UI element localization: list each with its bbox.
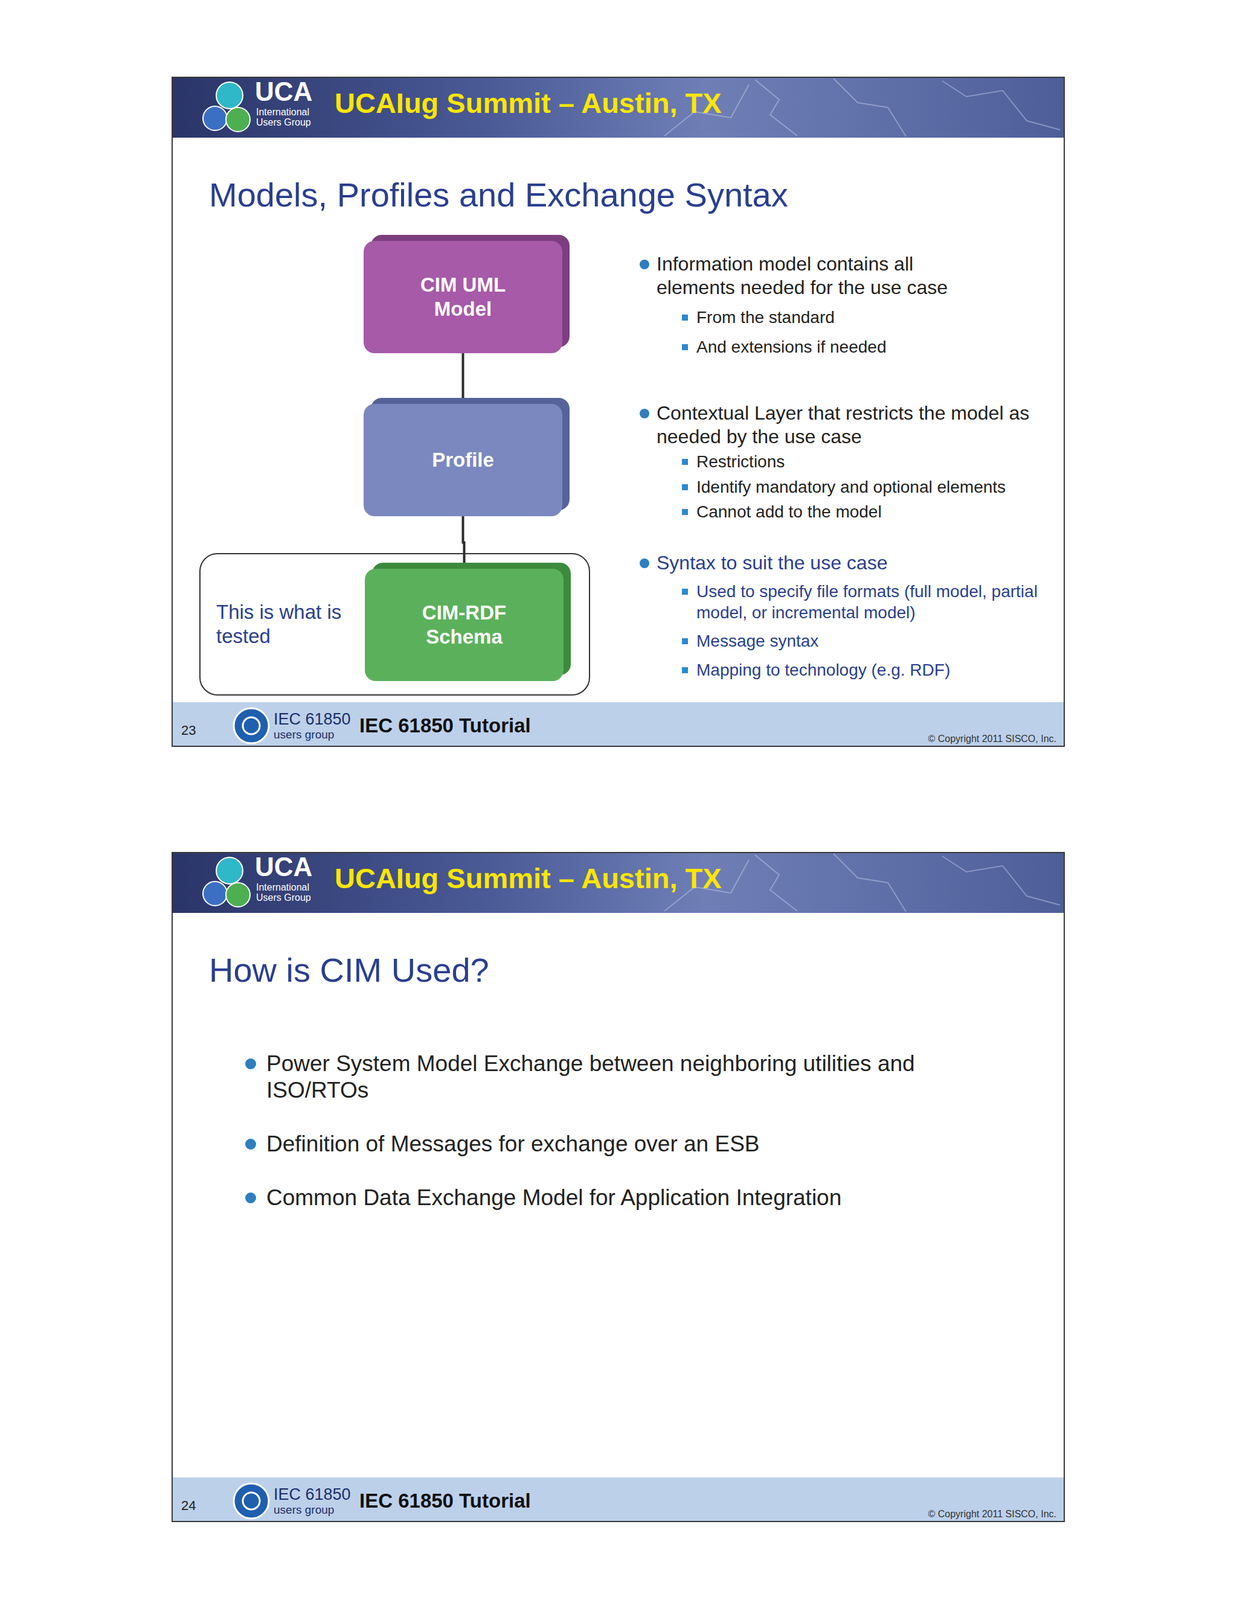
node-label: CIM-RDF Schema <box>395 600 534 649</box>
bullet-square <box>681 314 688 321</box>
bullet-square <box>681 588 688 595</box>
slide-title: How is CIM Used? <box>208 949 753 992</box>
bullet-square <box>681 344 688 351</box>
footer-title: IEC 61850 Tutorial <box>359 1489 614 1514</box>
footer-title: IEC 61850 Tutorial <box>359 713 614 739</box>
sub-bullet-text: From the standard <box>696 306 1035 328</box>
sub-bullet-text: Message syntax <box>696 630 1053 652</box>
iec-logo <box>233 708 269 1520</box>
connector-line <box>463 516 465 569</box>
sub-bullet-text: And extensions if needed <box>696 336 1035 358</box>
page-number: 24 <box>181 1498 212 1515</box>
copyright: © Copyright 2011 SISCO, Inc. <box>845 1508 1057 1521</box>
sub-bullet-text: Restrictions <box>696 451 1053 473</box>
copyright: © Copyright 2011 SISCO, Inc. <box>845 733 1057 745</box>
bullet-text: Information model contains all elements … <box>656 252 995 300</box>
bullet-dot <box>639 259 650 270</box>
bullet-text: Syntax to suit the use case <box>656 551 1044 576</box>
bullet-square <box>681 667 688 674</box>
node-label: Profile <box>431 448 495 473</box>
tested-group: This is what is tested CIM-RDF Schema <box>199 553 591 696</box>
logo-text: IEC 61850 <box>273 1487 359 1504</box>
bullet-text: Common Data Exchange Model for Applicati… <box>266 1185 943 1212</box>
logo-text: IEC 61850 <box>273 711 359 728</box>
bullet-text: Contextual Layer that restricts the mode… <box>656 401 1044 449</box>
bullet-text: Power System Model Exchange between neig… <box>266 1050 943 1105</box>
slide-title: Models, Profiles and Exchange Syntax <box>208 173 789 217</box>
logo-text: users group <box>273 729 359 741</box>
bullet-square <box>681 484 688 491</box>
bullet-text: Definition of Messages for exchange over… <box>266 1131 943 1158</box>
sub-bullet-text: Used to specify file formats (full model… <box>696 581 1053 624</box>
group-label: This is what is tested <box>216 600 356 649</box>
logo-text: UCA <box>254 78 340 106</box>
bullet-dot <box>639 408 650 419</box>
sub-bullet-text: Identify mandatory and optional elements <box>696 476 1053 498</box>
node-label: CIM UML Model <box>393 273 533 321</box>
header-title: UCAIug Summit – Austin, TX <box>334 861 879 897</box>
bullet-dot <box>245 1139 257 1151</box>
bullet-dot <box>245 1192 257 1204</box>
bullet-square <box>681 459 688 466</box>
logo-text: users group <box>273 1504 359 1517</box>
bullet-square <box>681 509 688 516</box>
bullet-dot <box>639 558 650 569</box>
logo-text: International Users Group <box>256 107 323 129</box>
model-box: CIM UML Model <box>363 240 563 354</box>
schema-box: CIM-RDF Schema <box>364 568 564 682</box>
header-title: UCAIug Summit – Austin, TX <box>334 85 879 122</box>
sub-bullet-text: Cannot add to the model <box>696 501 1053 523</box>
logo-text: UCA <box>254 854 340 881</box>
page-number: 23 <box>181 722 212 739</box>
bullet-square <box>681 638 688 645</box>
sub-bullet-text: Mapping to technology (e.g. RDF) <box>696 659 1053 681</box>
connector-line <box>462 353 465 405</box>
logo-text: International Users Group <box>256 883 323 904</box>
bullet-dot <box>245 1058 257 1070</box>
profile-box: Profile <box>363 404 563 517</box>
